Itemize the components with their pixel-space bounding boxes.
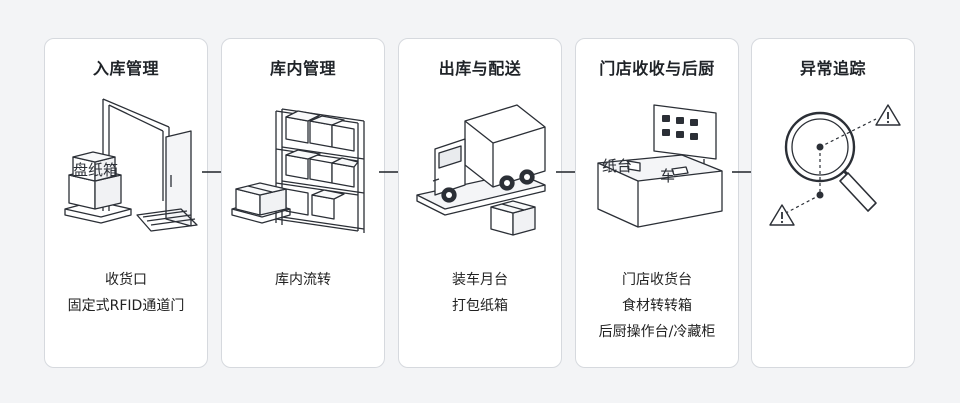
- magnifier-illustration: [769, 104, 901, 226]
- warning-icon: [769, 204, 795, 226]
- step-card-store-kitchen: 门店收收与后厨 纸台 车 门店收货台 食材转转箱 后厨操作台/冷藏柜: [575, 38, 739, 368]
- step-title: 入库管理: [92, 59, 159, 78]
- step-items: 收货口 固定式RFID通道门: [45, 267, 207, 319]
- step-title: 库内管理: [269, 59, 336, 78]
- step-item: 食材转转箱: [622, 298, 692, 314]
- step-item: 固定式RFID通道门: [67, 298, 185, 314]
- warning-icon: [875, 104, 901, 126]
- step-card-inbound: 入库管理 盘纸箱 收货口 固定式RFID通道门: [44, 38, 208, 368]
- step-item: 收货口: [105, 272, 147, 288]
- step-item: 装车月台: [452, 272, 508, 288]
- step-title: 出库与配送: [438, 59, 522, 78]
- step-title: 异常追踪: [799, 59, 866, 78]
- illustration-label: 盘纸箱: [73, 161, 118, 179]
- step-card-outbound: 出库与配送 装车月台 打包纸箱: [398, 38, 562, 368]
- shelving-illustration: [231, 108, 365, 233]
- step-item: 库内流转: [275, 272, 331, 288]
- step-item: 后厨操作台/冷藏柜: [598, 324, 716, 340]
- step-items: 库内流转: [222, 267, 384, 293]
- receiving-dock-illustration: 盘纸箱: [64, 98, 198, 232]
- step-title: 门店收收与后厨: [599, 59, 715, 78]
- truck-dock-illustration: [416, 104, 546, 236]
- step-card-exception-tracking: 异常追踪: [751, 38, 915, 368]
- step-card-warehouse: 库内管理: [221, 38, 385, 368]
- step-item: 打包纸箱: [452, 298, 508, 314]
- step-item: 门店收货台: [622, 272, 692, 288]
- step-items: 门店收货台 食材转转箱 后厨操作台/冷藏柜: [576, 267, 738, 345]
- counter-illustration: 纸台 车: [597, 104, 723, 228]
- illustration-label: 车: [660, 167, 675, 185]
- illustration-label: 纸台: [602, 157, 632, 175]
- step-items: 装车月台 打包纸箱: [399, 267, 561, 319]
